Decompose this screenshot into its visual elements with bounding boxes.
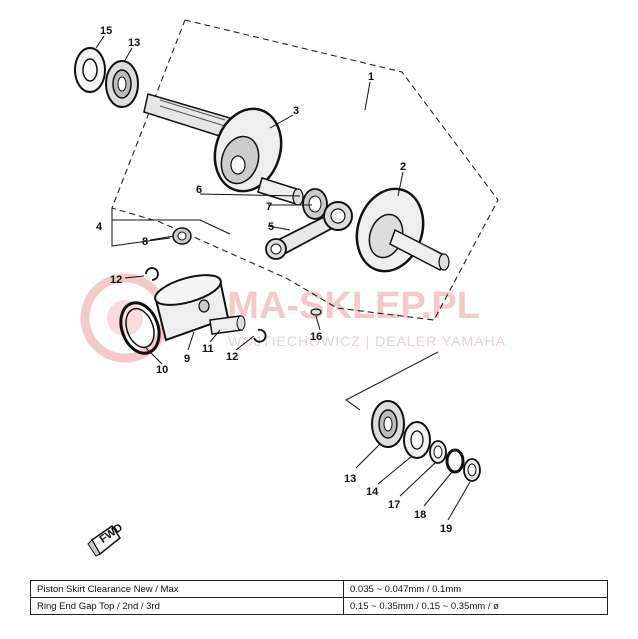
bearing-13-bottom (371, 400, 405, 448)
leader-lines (95, 35, 471, 521)
bearing-13-top (105, 60, 139, 108)
crank-pin (257, 177, 304, 206)
callout-9: 9 (184, 353, 190, 365)
callout-14: 14 (366, 486, 379, 498)
small-end-bearing (172, 227, 192, 245)
collar-19 (463, 458, 481, 482)
piston-rings (119, 301, 161, 355)
callout-11: 11 (202, 343, 214, 355)
crank-assembly-outline (111, 19, 499, 321)
callout-17: 17 (388, 499, 400, 511)
table-row: Piston Skirt Clearance New / Max 0.035 ~… (30, 580, 608, 598)
spec-value: 0.15 ~ 0.35mm / 0.15 ~ 0.35mm / ø (343, 597, 608, 615)
piston-pin-clip-top (145, 267, 159, 281)
callout-1: 1 (368, 71, 374, 83)
piston-pin-clip-bottom (253, 328, 267, 343)
callout-10: 10 (156, 364, 168, 376)
callout-7: 7 (266, 201, 272, 213)
needle-bearing-big-end (302, 188, 328, 220)
piston (154, 274, 230, 342)
spec-label: Piston Skirt Clearance New / Max (30, 580, 344, 598)
watermark-dealer: WOJTIECHOWICZ | DEALER YAMAHA (228, 333, 506, 349)
callout-3: 3 (293, 105, 299, 117)
o-ring-18 (445, 448, 465, 474)
callout-12-top: 12 (110, 274, 122, 286)
oil-seal-14 (403, 421, 431, 459)
callout-5: 5 (268, 221, 274, 233)
callout-12-bottom: 12 (226, 351, 238, 363)
crank-right-half (355, 187, 450, 273)
woodruff-key (310, 308, 322, 316)
callout-4: 4 (96, 221, 103, 233)
spec-label: Ring End Gap Top / 2nd / 3rd (30, 597, 344, 615)
spec-table: Piston Skirt Clearance New / Max 0.035 ~… (30, 580, 608, 615)
callout-18: 18 (414, 509, 426, 521)
lower-group-bracket (344, 351, 439, 411)
piston-pin (209, 315, 246, 335)
callout-15: 15 (100, 25, 112, 37)
crankshaft-piston-exploded-diagram: YAMA-SKLEP.PL WOJTIECHOWICZ | DEALER YAM… (74, 19, 506, 557)
callout-16: 16 (310, 331, 322, 343)
collar-17 (429, 440, 447, 464)
callout-13-bottom: 13 (344, 473, 356, 485)
fwd-direction-marker: FWD (87, 522, 125, 557)
callout-8: 8 (142, 236, 148, 248)
callout-19: 19 (440, 523, 452, 535)
spec-value: 0.035 ~ 0.047mm / 0.1mm (343, 580, 608, 598)
callout-13-top: 13 (128, 37, 140, 49)
callout-6: 6 (196, 184, 202, 196)
connecting-rod (265, 201, 353, 260)
crank-left-half (143, 93, 283, 193)
callout-2: 2 (400, 161, 406, 173)
oil-seal-15 (74, 47, 106, 93)
table-row: Ring End Gap Top / 2nd / 3rd 0.15 ~ 0.35… (30, 597, 608, 615)
